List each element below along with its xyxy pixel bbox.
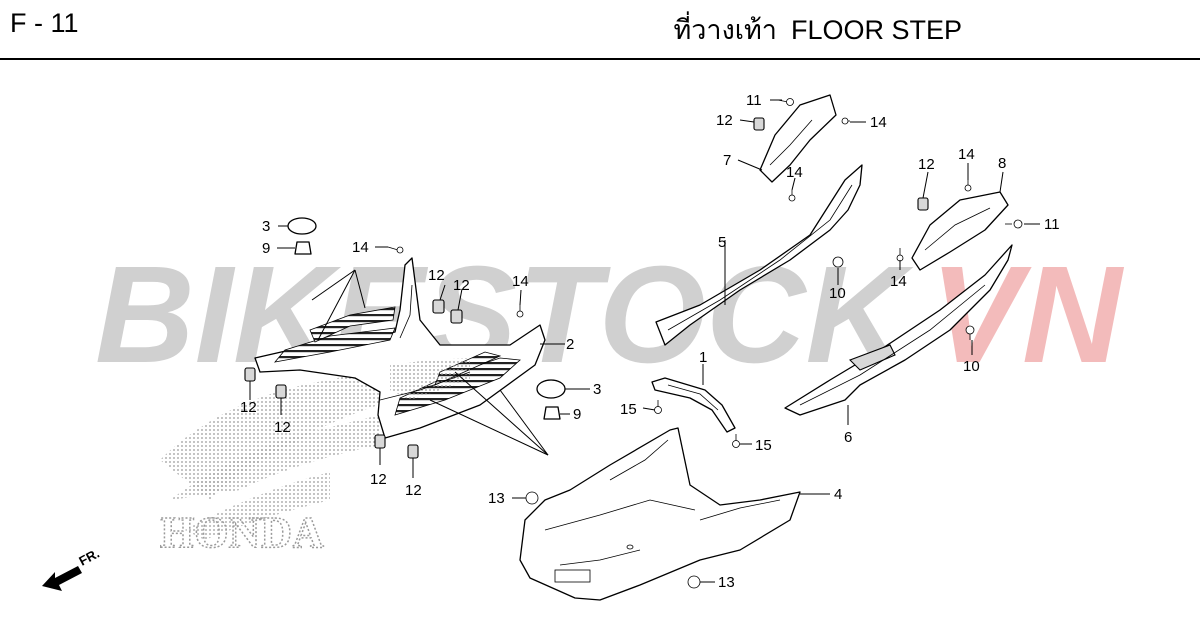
callout-12: 12 bbox=[428, 267, 445, 284]
callout-13: 13 bbox=[488, 490, 505, 507]
page-code: F - 11 bbox=[10, 8, 79, 38]
callout-14: 14 bbox=[870, 114, 887, 131]
callout-13: 13 bbox=[718, 574, 735, 591]
callout-14: 14 bbox=[512, 273, 529, 290]
callout-9: 9 bbox=[262, 240, 270, 257]
title-thai: ที่วางเท้า bbox=[673, 15, 777, 45]
page-title: ที่วางเท้า FLOOR STEP bbox=[673, 8, 962, 51]
header: F - 11 ที่วางเท้า FLOOR STEP bbox=[0, 0, 1200, 60]
callout-labels: 3 9 14 12 12 14 2 12 12 12 12 3 9 1 15 1… bbox=[240, 92, 1060, 591]
parts-diagram: HONDA BIKESTOCK VN bbox=[42, 92, 1125, 601]
part-1-bracket bbox=[651, 377, 736, 433]
part-6-side-cover bbox=[784, 244, 1013, 416]
part-8-bracket bbox=[911, 191, 1009, 271]
callout-3: 3 bbox=[262, 218, 270, 235]
callout-8: 8 bbox=[998, 155, 1006, 172]
callout-10: 10 bbox=[963, 358, 980, 375]
callout-14: 14 bbox=[890, 273, 907, 290]
callout-12: 12 bbox=[716, 112, 733, 129]
callout-12: 12 bbox=[274, 419, 291, 436]
callout-6: 6 bbox=[844, 429, 852, 446]
callout-11: 11 bbox=[1044, 216, 1060, 233]
callout-12: 12 bbox=[370, 471, 387, 488]
callout-10: 10 bbox=[829, 285, 846, 302]
part-5-side-strip bbox=[655, 164, 863, 346]
callout-15: 15 bbox=[755, 437, 772, 454]
front-label: FR. bbox=[76, 546, 102, 569]
leader-lines bbox=[249, 99, 1040, 583]
callout-1: 1 bbox=[699, 349, 707, 366]
callout-7: 7 bbox=[723, 152, 731, 169]
callout-11: 11 bbox=[746, 92, 762, 109]
callout-2: 2 bbox=[566, 336, 574, 353]
header-rule bbox=[0, 58, 1200, 60]
callout-9: 9 bbox=[573, 406, 581, 423]
part-4-under-cover bbox=[519, 427, 801, 601]
callout-12: 12 bbox=[240, 399, 257, 416]
callout-14: 14 bbox=[352, 239, 369, 256]
part-2-floor-step bbox=[254, 257, 546, 439]
callout-14: 14 bbox=[958, 146, 975, 163]
honda-wing-logo: HONDA bbox=[159, 360, 420, 558]
callout-12: 12 bbox=[405, 482, 422, 499]
part-7-bracket bbox=[759, 94, 837, 183]
fasteners bbox=[387, 98, 1023, 589]
callout-4: 4 bbox=[834, 486, 842, 503]
arrow-icon bbox=[42, 566, 82, 591]
callout-15: 15 bbox=[620, 401, 637, 418]
front-direction-arrow: FR. bbox=[42, 546, 102, 591]
callout-14: 14 bbox=[786, 164, 803, 181]
callout-5: 5 bbox=[718, 234, 726, 251]
callout-12: 12 bbox=[453, 277, 470, 294]
honda-logo-text: HONDA bbox=[160, 508, 324, 557]
callout-12: 12 bbox=[918, 156, 935, 173]
callout-3: 3 bbox=[593, 381, 601, 398]
title-english: FLOOR STEP bbox=[790, 15, 962, 45]
grommets bbox=[287, 217, 566, 420]
clip-nuts bbox=[244, 117, 929, 459]
